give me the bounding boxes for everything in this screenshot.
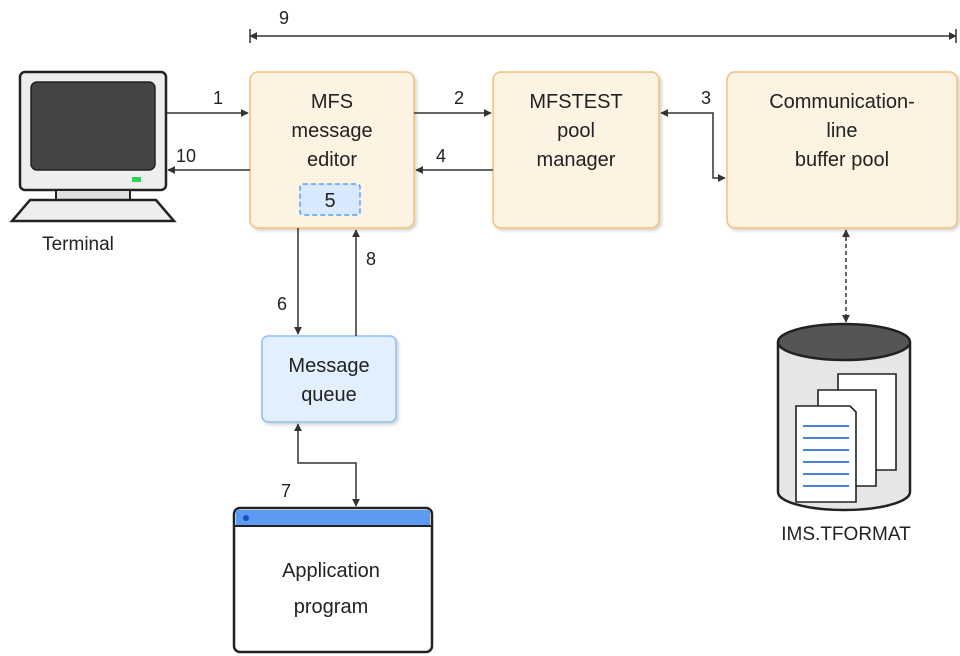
message-queue-line-1: Message [288, 355, 369, 377]
mfstest-pool-manager-box: MFSTEST pool manager [492, 71, 660, 229]
ims-tformat-dataset-icon [776, 322, 912, 512]
mfs-editor-line-3: editor [307, 149, 357, 171]
mfs-editor-box: MFS message editor 5 [249, 71, 415, 229]
message-queue-box: Message queue [261, 335, 397, 423]
step-3-label: 3 [701, 88, 711, 108]
arrow-step-7 [294, 423, 360, 507]
terminal-label: Terminal [42, 234, 114, 255]
step-9-label: 9 [279, 8, 289, 28]
app-program-line-2: program [294, 596, 368, 618]
mfstest-line-1: MFSTEST [529, 91, 622, 113]
step-4-label: 4 [436, 146, 446, 166]
step-6-label: 6 [277, 294, 287, 314]
step-5-box [299, 183, 361, 216]
window-titlebar [236, 510, 430, 526]
message-queue-line-2: queue [301, 384, 357, 406]
arrow-step-3 [660, 109, 726, 182]
terminal-icon [9, 70, 177, 223]
communication-line-buffer-pool-box: Communication- line buffer pool [726, 71, 958, 229]
ims-tformat-label: IMS.TFORMAT [781, 524, 911, 545]
mfstest-line-2: pool [557, 120, 595, 142]
mfs-editor-line-2: message [291, 120, 372, 142]
step-10-label: 10 [176, 146, 196, 166]
mfs-editor-line-1: MFS [311, 91, 353, 113]
power-led-icon [132, 177, 141, 182]
step-2-label: 2 [454, 88, 464, 108]
step-7-label: 7 [281, 481, 291, 501]
window-dot-icon [243, 515, 249, 521]
application-program-window: Application program [232, 506, 434, 654]
documents-icon [795, 373, 897, 503]
step-1-label: 1 [213, 88, 223, 108]
app-program-line-1: Application [282, 560, 380, 582]
comm-buffer-line-2: line [826, 120, 857, 142]
comm-buffer-line-3: buffer pool [795, 149, 889, 171]
comm-buffer-line-1: Communication- [769, 91, 915, 113]
span-line-step-9 [249, 29, 957, 43]
step-8-label: 8 [366, 249, 376, 269]
step-5-label: 5 [324, 190, 335, 212]
mfstest-line-3: manager [537, 149, 616, 171]
